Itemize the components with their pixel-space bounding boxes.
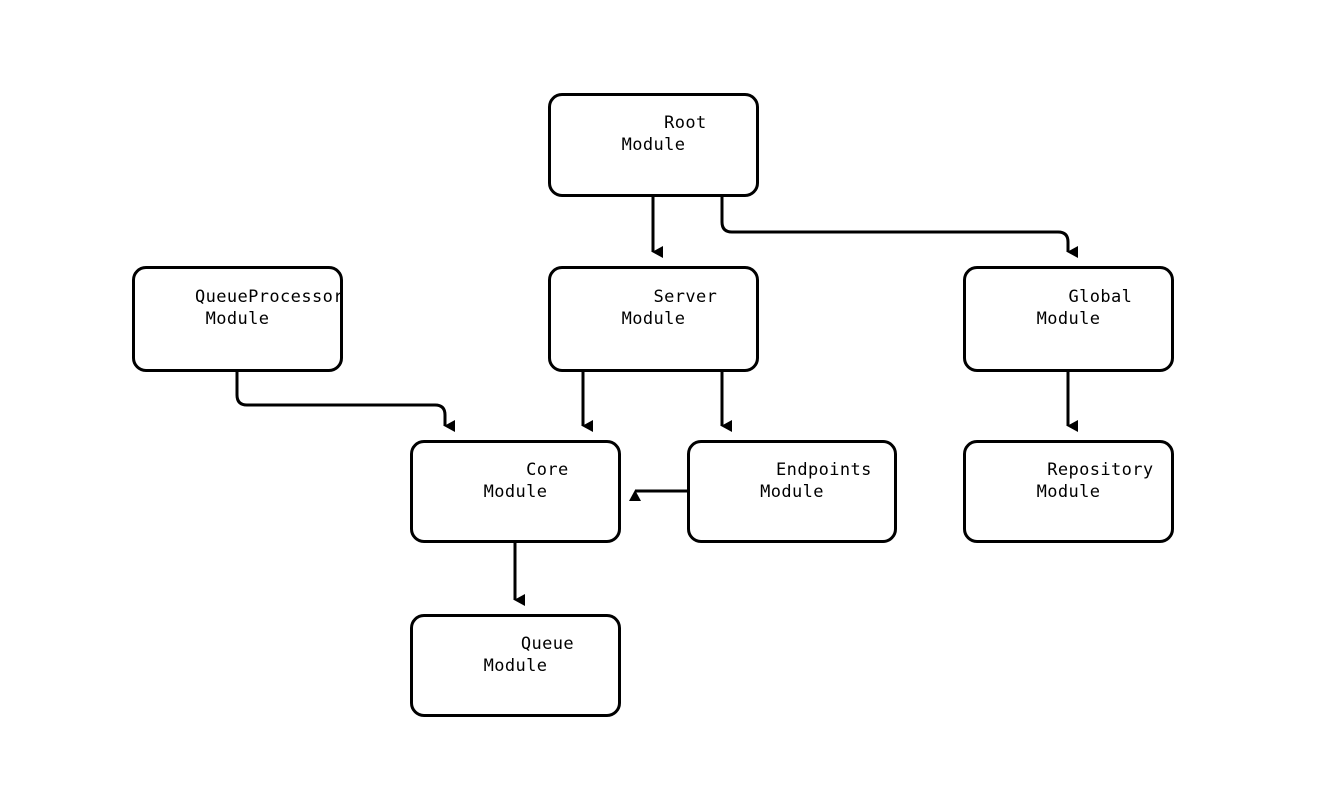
edge-paths bbox=[235, 197, 1078, 606]
edge-root-to-global bbox=[720, 197, 1078, 258]
edge-queueprocessor-to-core bbox=[235, 372, 455, 432]
